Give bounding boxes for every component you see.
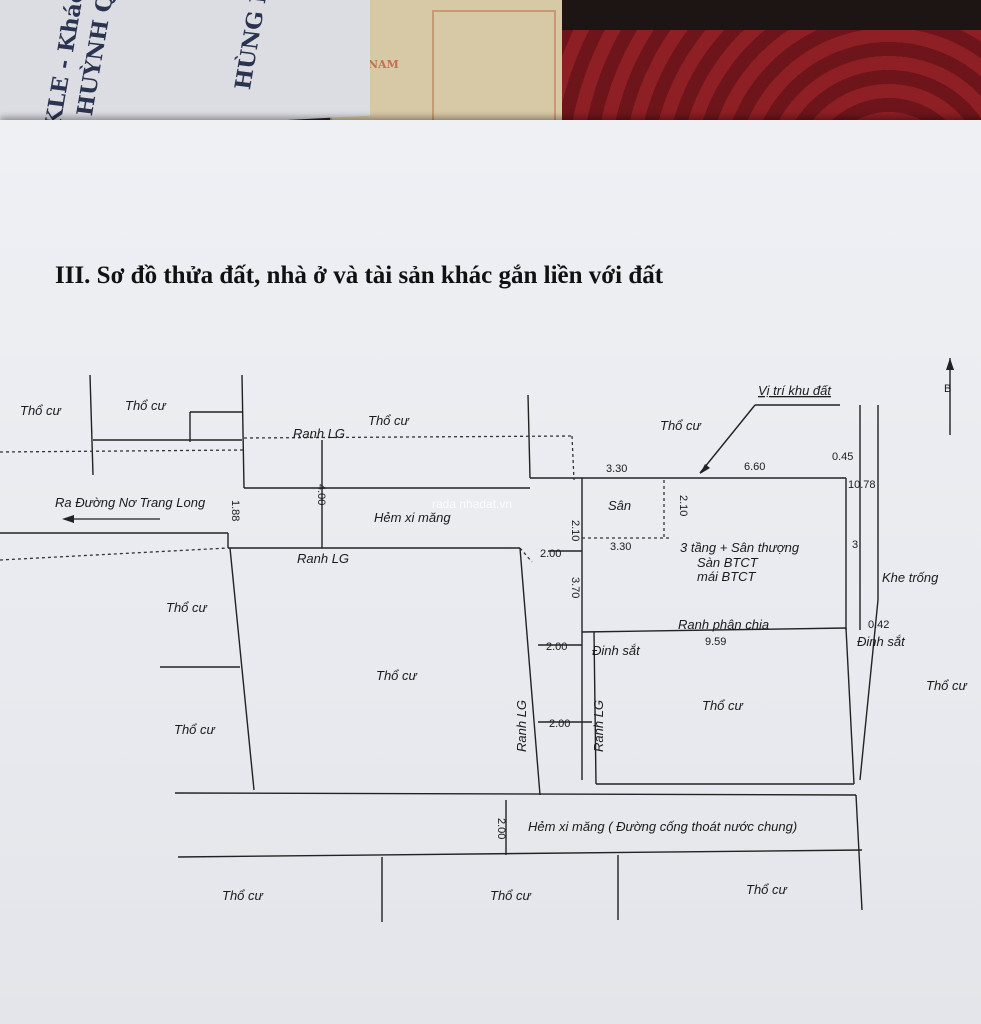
dotted-boundary (519, 547, 533, 563)
label-san: Sân (608, 498, 631, 513)
direction-arrow-head (62, 515, 74, 523)
section-title: III. Sơ đồ thửa đất, nhà ở và tài sản kh… (55, 262, 664, 289)
label-building: Sàn BTCT (697, 555, 759, 570)
dimension-label: 3 (852, 539, 858, 551)
label-tho-cu: Thổ cư (660, 418, 702, 433)
label-dinh-sat: Đinh sắt (592, 643, 641, 658)
label-tho-cu: Thổ cư (20, 403, 62, 418)
boundary-line (89, 374, 94, 476)
label-tho-cu: Thổ cư (368, 413, 410, 428)
label-ranh-phan-chia: Ranh phân chia (678, 617, 769, 632)
boundary-line (527, 394, 531, 479)
watermark: rada nhadat.vn (432, 497, 513, 511)
dimension-label: 0.42 (868, 619, 889, 631)
tan-document-text: NAM (368, 58, 399, 71)
boundary-line (241, 374, 245, 489)
label-hem-xi-mang: Hẻm xi măng ( Đường cống thoát nước chun… (528, 819, 797, 834)
boundary-line (855, 794, 863, 911)
dotted-boundary (0, 547, 229, 561)
dimension-label: 1.88 (229, 500, 241, 521)
bottom-alley-top (174, 792, 857, 796)
division-line (581, 627, 847, 633)
label-dinh-sat: Đinh sắt (857, 634, 906, 649)
boundary-line (519, 547, 541, 796)
label-hem-xi-mang: Hẻm xi măng (374, 510, 451, 525)
dimension-label: 3.70 (569, 577, 581, 598)
dotted-boundary (571, 435, 575, 481)
certificate-page (0, 120, 981, 1024)
label-tho-cu: Thổ cư (125, 398, 167, 413)
label-ranh-lg: Ranh LG (297, 551, 349, 566)
bottom-alley-bottom (177, 849, 863, 858)
khe-trong-line (859, 599, 879, 781)
north-label: B (944, 383, 951, 395)
label-building: mái BTCT (697, 569, 757, 584)
dimension-label: 2.00 (546, 641, 567, 653)
label-tho-cu: Thổ cư (376, 668, 418, 683)
dimension-label: 2.00 (549, 718, 570, 730)
label-tho-cu: Thổ cư (490, 888, 532, 903)
north-arrow-head (946, 358, 954, 370)
label-tho-cu: Thổ cư (166, 600, 208, 615)
label-vi-tri: Vị trí khu đất (758, 383, 832, 398)
dimension-label: 0.45 (832, 451, 853, 463)
label-khe-trong: Khe trống (882, 570, 939, 585)
label-tho-cu: Thổ cư (222, 888, 264, 903)
label-building: 3 tầng + Sân thượng (680, 540, 800, 555)
label-tho-cu: Thổ cư (746, 882, 788, 897)
dimension-label: 4.00 (315, 484, 327, 505)
label-ranh-lg: Ranh LG (293, 426, 345, 441)
dotted-boundary (243, 435, 573, 439)
label-ranh-lg: Ranh LG (514, 700, 529, 752)
dark-background (560, 0, 981, 30)
dimension-label: 9.59 (705, 636, 726, 648)
dimension-label: 2.10 (677, 495, 689, 516)
dotted-boundary (0, 449, 245, 453)
label-tho-cu: Thổ cư (174, 722, 216, 737)
dimension-label: 2.10 (569, 520, 581, 541)
dimension-label: 3.30 (610, 541, 631, 553)
boundary-line (229, 547, 255, 791)
dimension-label: 2.00 (540, 548, 561, 560)
lower-plot-right (845, 627, 855, 785)
label-ranh-lg: Ranh LG (591, 700, 606, 752)
label-tho-cu: Thổ cư (702, 698, 744, 713)
dimension-label: 2.00 (495, 818, 507, 839)
dimension-label: 10.78 (848, 479, 876, 491)
dimension-label: 6.60 (744, 461, 765, 473)
dimension-label: 3.30 (606, 463, 627, 475)
leader-line (699, 404, 756, 474)
lower-plot-left (593, 631, 597, 785)
leader-arrow-head (700, 464, 710, 474)
label-tho-cu: Thổ cư (926, 678, 968, 693)
label-ra-duong: Ra Đường Nơ Trang Long (55, 495, 206, 510)
